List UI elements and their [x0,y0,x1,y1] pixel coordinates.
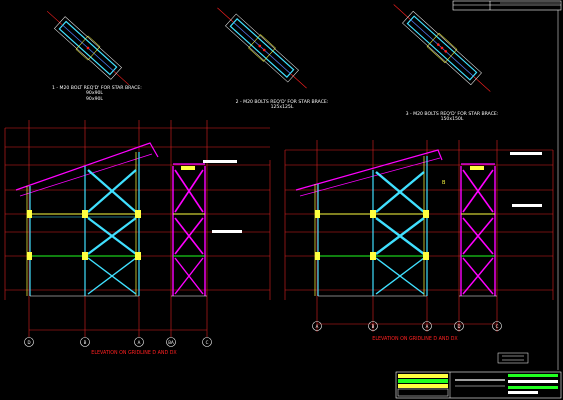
grid-label-e2-3: A [425,323,429,329]
grid-label-e1-3: A [137,339,141,345]
section-marker: B [442,180,446,186]
elevation-1-grid-bubbles [24,337,212,347]
elevation-2-grid-bubbles [312,321,502,331]
grid-label-e1-2: B [83,339,87,345]
grid-label-e2-2: B [371,323,375,329]
detail-3-note: 3 - M20 BOLTS REQ'D' FOR STAR BRACE: 150… [406,112,499,123]
grid-label-e1-1: D [27,339,31,345]
elevation-2-frame-a [295,149,443,297]
detail-2-line2: 125x125L [270,105,294,111]
bolt-detail-3 [393,4,491,92]
elevation-1-gridlines [4,120,271,337]
detail-1-note: 1 - M20 BOLT REQ'D' FOR STAR BRACE: 90x9… [52,86,142,102]
grid-label-e1-4: BA [168,339,174,345]
detail-2-note: 2 - M20 BOLTS REQ'D' FOR STAR BRACE: 125… [236,100,329,111]
bolt-detail-2 [217,7,307,89]
detail-3-line1: 3 - M20 BOLTS REQ'D' FOR STAR BRACE: [405,112,499,117]
title-block-top [452,0,562,11]
elevation-1-frame-b [171,160,242,297]
detail-1-line2: 90x90L [86,91,103,97]
elevation-1-title: ELEVATION ON GRIDLINE D AND DX [91,351,177,356]
title-block-bottom [395,371,562,399]
grid-label-e2-4: D [457,323,461,329]
grid-label-e2-5: C [495,323,499,329]
detail-2-line1: 2 - M20 BOLTS REQ'D' FOR STAR BRACE: [235,100,329,105]
detail-1-line3: 90x90L [86,96,103,102]
bolt-detail-1 [46,10,130,86]
stamp-box [497,352,529,364]
elevation-2-title: ELEVATION ON GRIDLINE D AND DX [372,337,458,342]
detail-3-line2: 150x150L [440,117,464,123]
elevation-2-frame-b [459,152,542,297]
elevation-2-gridlines [284,140,554,332]
elevation-1-frame-a [15,142,159,297]
grid-label-e1-5: C [205,339,209,345]
grid-label-e2-1: A [315,323,319,329]
detail-1-line1: 1 - M20 BOLT REQ'D' FOR STAR BRACE: [52,86,142,91]
